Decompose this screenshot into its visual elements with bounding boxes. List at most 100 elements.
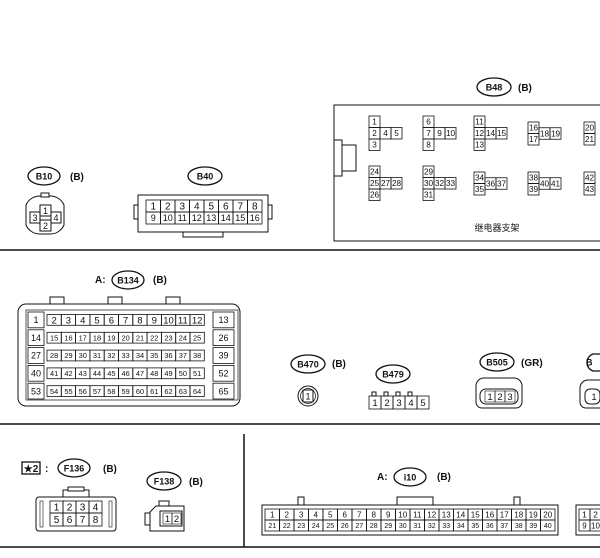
pin-label: 2 [372,129,377,138]
connector-suffix: (B) [153,275,167,286]
pin-label: 8 [93,515,99,526]
pin-label: 8 [252,202,258,213]
pin-label: 6 [223,202,229,213]
pin-label: 27 [31,351,41,361]
pin-label: 5 [328,510,333,519]
pin-label: 3 [507,392,512,403]
pin-label: 24 [312,523,320,530]
pin-label: 30 [424,179,434,188]
pin-label: 32 [107,351,115,360]
pin-label: 38 [529,174,539,183]
pin-cell [422,138,435,151]
pin-label: 15 [235,213,245,223]
pin-label: 8 [372,510,377,519]
pin-cell [495,127,508,140]
pin-label: 25 [193,333,201,342]
pin-label: 9 [582,521,587,530]
pin-label: 6 [67,515,73,526]
pin-label: 4 [80,315,85,326]
pin-label: 40 [31,369,41,379]
pin-label: 46 [122,369,130,378]
pin-label: 20 [543,510,552,519]
pin-label: 42 [585,174,595,183]
pin-label: 10 [163,315,174,326]
pin-label: 5 [54,515,60,526]
pin-cell [189,349,205,362]
pin-label: 36 [164,351,172,360]
pin-label: 56 [79,387,87,396]
pin-label: 58 [107,387,115,396]
pin-label: 13 [442,510,451,519]
pin-label: 39 [529,523,537,530]
pin-label: 39 [529,185,539,194]
connector-id: B470 [297,360,319,370]
pin-label: 4 [194,202,200,213]
pin-label: 16 [64,333,72,342]
pin-label: 25 [326,523,334,530]
pin-label: 59 [122,387,130,396]
pin-cell [390,177,403,190]
pin-cell [247,211,263,225]
pin-label: 2 [52,315,57,326]
pin-label: 48 [150,369,158,378]
pin-label: 6 [426,118,431,127]
pin-label: 2 [497,392,502,403]
pin-label: 55 [64,387,72,396]
pin-label: 11 [178,213,187,223]
pin-label: 25 [370,179,380,188]
caption-relay-bracket: 继电器支架 [474,222,519,233]
pin-label: 21 [585,135,595,144]
pin-label: 31 [424,191,434,200]
pin-label: 4 [53,213,58,223]
pin-label: 1 [582,510,587,520]
pin-label: 1 [270,510,275,519]
pin-label: 15 [471,510,480,519]
connector-suffix: (B) [518,83,532,94]
pin-label: 29 [64,351,72,360]
pin-label: 47 [136,369,144,378]
pin-label: 13 [206,213,216,223]
pin-label: 2 [593,510,598,520]
pin-label: 1 [54,503,60,514]
pin-label: 15 [50,333,58,342]
pin-label: 3 [299,510,304,519]
connector-b470: B470 (B) 1 [290,354,346,407]
connector-id: B479 [382,370,404,380]
pin-cell [495,177,508,190]
pin-label: 14 [456,510,465,519]
pin-label: 7 [237,202,243,213]
pin-label: 19 [529,510,538,519]
pin-label: 3 [396,398,401,409]
pin-cell [88,512,103,527]
connector-id: B48 [486,83,503,93]
pin-cell [444,177,457,190]
pin-label: 61 [150,387,158,396]
pin-label: 21 [136,333,144,342]
pin-cell [583,183,596,196]
pin-label: 34 [475,174,485,183]
pin-label: 18 [93,333,101,342]
connector-suffix: (B) [437,472,451,483]
pin-label: 33 [446,179,456,188]
pin-label: 65 [218,386,228,396]
pin-label: 29 [424,168,434,177]
pin-label: 13 [475,141,485,150]
pin-label: 12 [192,213,202,223]
connector-suffix: (B) [103,464,117,475]
pin-label: 1 [372,118,377,127]
pin-label: 30 [399,523,407,530]
pin-label: 17 [500,510,509,519]
pin-cell [368,188,381,201]
pin-label: 1 [150,202,156,213]
pin-label: 21 [268,523,276,530]
pin-label: 35 [475,185,485,194]
connector-suffix: (B) [70,172,84,183]
pin-label: 7 [357,510,362,519]
connector-id: B10 [36,172,53,182]
pin-label: 36 [486,523,494,530]
